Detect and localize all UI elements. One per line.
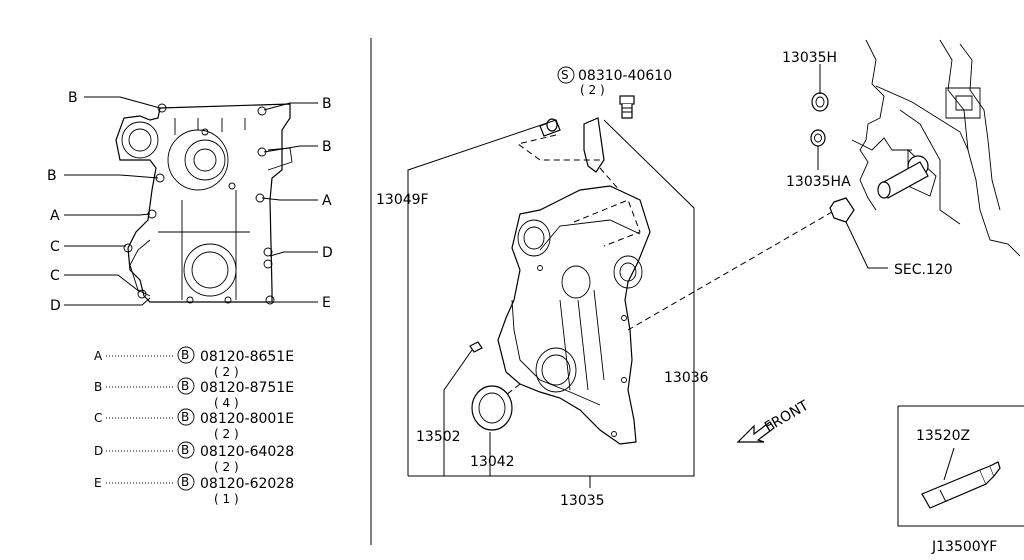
sealant-box: 13520Z <box>897 405 1024 527</box>
legend-row-d: D B 08120-64028 ( 2 ) <box>94 441 294 474</box>
cover-front-view: B B B B A A C D C D E <box>47 90 333 314</box>
svg-text:08120-8751E: 08120-8751E <box>200 380 294 396</box>
screw-symbol: S <box>561 68 569 82</box>
screw-part-number: 08310-40610 <box>578 68 672 84</box>
marker-b-top-right: B <box>322 96 332 112</box>
marker-d-left: D <box>50 298 61 314</box>
svg-text:B: B <box>181 443 189 457</box>
front-cover-13035 <box>497 185 651 445</box>
cover-assembly: S 08310-40610 ( 2 ) <box>376 66 833 509</box>
marker-b-right: B <box>322 139 332 155</box>
marker-a-right: A <box>322 193 332 209</box>
marker-c-lower: C <box>50 268 60 284</box>
legend-row-c: C B 08120-8001E ( 2 ) <box>94 408 294 441</box>
marker-d-right: D <box>322 245 333 261</box>
dowel-pin-13502 <box>469 341 483 353</box>
svg-text:B: B <box>181 348 189 362</box>
screw-icon <box>619 95 635 119</box>
svg-text:( 4 ): ( 4 ) <box>214 396 239 410</box>
svg-text:( 2 ): ( 2 ) <box>214 427 239 441</box>
svg-text:D: D <box>94 444 103 458</box>
screw-symbol-circle <box>557 66 575 84</box>
marker-b-top-left: B <box>68 90 78 106</box>
svg-text:( 1 ): ( 1 ) <box>214 492 239 506</box>
label-13035h: 13035H <box>782 50 837 66</box>
svg-text:08120-8001E: 08120-8001E <box>200 411 294 427</box>
engine-block-view: 13035H 13035HA SEC.120 <box>782 39 1021 278</box>
legend-row-b: B B 08120-8751E ( 4 ) <box>94 377 294 410</box>
svg-text:08120-62028: 08120-62028 <box>200 476 294 492</box>
svg-text:08120-8651E: 08120-8651E <box>200 349 294 365</box>
marker-a-left: A <box>50 208 60 224</box>
marker-b-left: B <box>47 168 57 184</box>
svg-text:B: B <box>181 410 189 424</box>
label-sec120: SEC.120 <box>894 262 953 278</box>
svg-text:B: B <box>181 379 189 393</box>
front-arrow: FRONT <box>736 397 812 443</box>
svg-text:A: A <box>94 349 103 363</box>
screw-qty: ( 2 ) <box>580 83 605 97</box>
diagram-reference: J13500YF <box>931 539 997 555</box>
svg-text:( 2 ): ( 2 ) <box>214 365 239 379</box>
svg-text:C: C <box>94 411 102 425</box>
svg-text:E: E <box>94 476 102 490</box>
label-13035: 13035 <box>560 493 605 509</box>
bolt-legend: A B 08120-8651E ( 2 ) B B 08120-8751E ( … <box>94 346 294 506</box>
sealant-tube-icon <box>921 461 1001 509</box>
svg-text:08120-64028: 08120-64028 <box>200 444 294 460</box>
seal-13035h <box>811 92 829 112</box>
legend-row-e: E B 08120-62028 ( 1 ) <box>94 473 294 506</box>
label-13502: 13502 <box>416 429 461 445</box>
svg-text:B: B <box>181 475 189 489</box>
bracket-icon <box>583 117 605 173</box>
label-13036: 13036 <box>664 370 709 386</box>
marker-e-right: E <box>322 295 331 311</box>
front-label: FRONT <box>762 397 812 435</box>
label-13035ha: 13035HA <box>786 174 851 190</box>
label-13520z: 13520Z <box>916 428 970 444</box>
label-13042: 13042 <box>470 454 515 470</box>
legend-row-a: A B 08120-8651E ( 2 ) <box>94 346 294 379</box>
marker-c-upper: C <box>50 239 60 255</box>
sleeve-icon <box>829 197 855 223</box>
label-13049f: 13049F <box>376 192 429 208</box>
oil-seal-13042 <box>471 385 513 431</box>
svg-text:( 2 ): ( 2 ) <box>214 460 239 474</box>
svg-text:B: B <box>94 380 102 394</box>
seal-13035ha <box>810 129 826 147</box>
